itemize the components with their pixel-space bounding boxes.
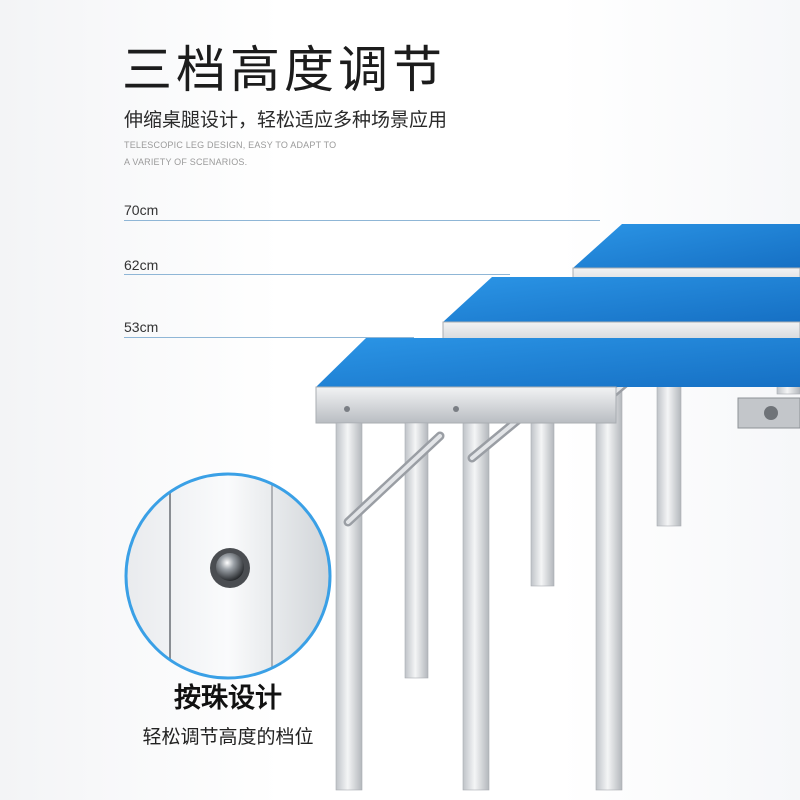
button-detail-zoom xyxy=(124,472,332,680)
feature-subtitle: 轻松调节高度的档位 xyxy=(142,726,314,748)
english-caption-line1: TELESCOPIC LEG DESIGN, EASY TO ADAPT TO xyxy=(124,140,337,150)
height-guide-line-70 xyxy=(124,220,600,221)
page-title: 三档高度调节 xyxy=(122,41,446,99)
height-guide-line-62 xyxy=(124,274,510,275)
height-label-70: 70cm xyxy=(124,202,159,218)
height-label-53: 53cm xyxy=(124,319,159,335)
height-guide-line-53 xyxy=(124,337,414,338)
english-caption-line2: A VARIETY OF SCENARIOS. xyxy=(124,157,248,167)
feature-title: 按珠设计 xyxy=(174,683,282,714)
page-subtitle: 伸缩桌腿设计，轻松适应多种场景应用 xyxy=(124,109,448,131)
height-label-62: 62cm xyxy=(124,257,159,273)
table-low xyxy=(315,338,800,791)
